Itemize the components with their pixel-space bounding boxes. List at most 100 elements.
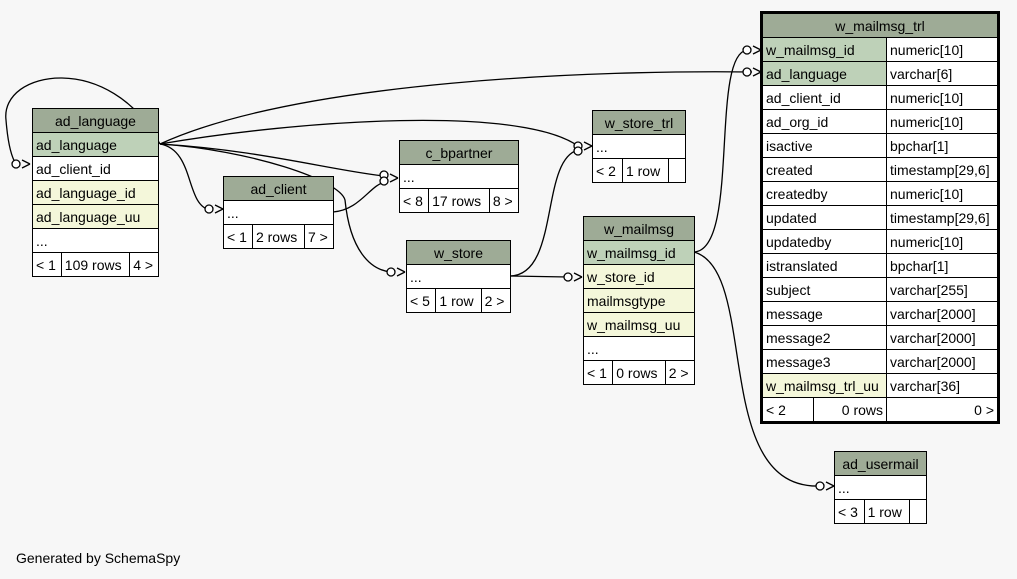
crowfoot-mark [825,481,835,491]
children-link[interactable] [909,499,927,524]
link-ad-client-to-c-bpartner [332,181,386,213]
table-title[interactable]: w_store_trl [592,110,686,135]
table-c-bpartner[interactable]: c_bpartner ... < 8 17 rows 8 > [398,140,520,213]
column-type: timestamp[29,6] [886,157,999,182]
crowfoot-mark [214,204,224,214]
parents-link[interactable]: < 5 [405,288,437,313]
column-type: numeric[10] [886,229,999,254]
children-link[interactable]: 2 > [480,288,512,313]
cardinality-mark [742,45,752,55]
column-row: ... [406,264,511,289]
parents-link[interactable]: < 1 [582,360,614,385]
children-link[interactable]: 0 > [886,397,999,423]
generated-by-caption[interactable]: Generated by SchemaSpy [16,550,181,566]
table-ad-usermail[interactable]: ad_usermail ... < 3 1 row [834,451,927,524]
column-row: w_store_id [583,264,695,289]
parents-link[interactable]: < 3 [834,499,865,524]
link-mailmsg-to-usermail [693,251,821,487]
cardinality-mark [386,267,396,277]
column-row: ad_language [32,132,159,157]
column-name: subject [761,277,887,302]
link-mailmsg-to-mailmsg-trl [693,49,748,253]
row-count: 1 row [863,499,911,524]
children-link[interactable] [668,158,686,183]
column-row: ... [399,164,519,189]
parents-link[interactable]: < 8 [398,188,430,213]
column-type: varchar[36] [886,373,999,398]
crowfoot-mark [396,267,406,277]
link-ad-language-to-store-trl [159,119,579,147]
table-title[interactable]: w_mailmsg [583,216,695,241]
crowfoot-mark [752,45,762,55]
column-row: ... [32,228,159,253]
column-name: message [761,301,887,326]
column-type: numeric[10] [886,181,999,206]
cardinality-mark [815,481,825,491]
children-link[interactable]: 8 > [488,188,520,213]
column-type: varchar[2000] [886,349,999,374]
table-title[interactable]: c_bpartner [399,140,519,165]
table-title[interactable]: ad_usermail [834,451,927,476]
row-count: 0 rows [612,360,666,385]
table-title[interactable]: ad_language [32,108,159,133]
column-name: createdby [761,181,887,206]
column-name: updatedby [761,229,887,254]
column-type: bpchar[1] [886,253,999,278]
column-name: ad_language [761,61,887,86]
column-name: ad_org_id [761,109,887,134]
column-row: w_mailmsg_id [583,240,695,265]
children-link[interactable]: 4 > [129,252,159,277]
children-link[interactable]: 2 > [664,360,696,385]
column-name: message3 [761,349,887,374]
table-ad-language[interactable]: ad_language ad_language ad_client_id ad_… [32,108,159,277]
column-type: timestamp[29,6] [886,205,999,230]
column-type: varchar[2000] [886,301,999,326]
crowfoot-mark [573,272,583,282]
column-type: varchar[2000] [886,325,999,350]
crowfoot-mark [389,173,399,183]
column-name: w_mailmsg_trl_uu [761,373,887,398]
column-name: ad_client_id [761,85,887,110]
column-row: mailmsgtype [583,288,695,313]
column-row: w_mailmsg_uu [583,312,695,337]
cardinality-mark [204,204,214,214]
cardinality-mark [563,272,573,282]
column-row: ad_language_uu [32,204,159,229]
crowfoot-mark [752,67,762,77]
column-row: ad_client_id [32,156,159,181]
cardinality-mark [742,67,752,77]
column-row: ... [592,134,686,159]
row-count: 1 row [621,158,670,183]
column-row: ... [834,475,927,500]
table-title[interactable]: w_store [406,240,511,265]
row-count: 1 row [435,288,482,313]
link-ad-language-to-c-bpartner [159,143,385,177]
table-title[interactable]: w_mailmsg_trl [761,12,999,38]
crowfoot-mark [583,141,593,151]
table-w-mailmsg-trl[interactable]: w_mailmsg_trl w_mailmsg_id numeric[10] a… [760,11,1000,424]
parents-link[interactable]: < 1 [223,224,253,249]
row-count: 0 rows [813,397,887,423]
table-w-store[interactable]: w_store ... < 5 1 row 2 > [405,240,512,313]
parents-link[interactable]: < 2 [761,397,814,423]
cardinality-mark [11,159,21,169]
table-ad-client[interactable]: ad_client ... < 1 2 rows 7 > [223,176,334,249]
table-title[interactable]: ad_client [223,176,334,201]
link-ad-language-to-ad-client [159,143,211,211]
column-row: ad_language_id [32,180,159,205]
row-count: 109 rows [60,252,131,277]
table-w-store-trl[interactable]: w_store_trl ... < 2 1 row [592,110,686,183]
row-count: 2 rows [251,224,306,249]
column-type: numeric[10] [886,109,999,134]
parents-link[interactable]: < 2 [592,158,623,183]
parents-link[interactable]: < 1 [32,252,62,277]
link-w-store-to-mailmsg [509,275,569,278]
link-ad-language-to-mailmsg-trl [159,71,753,145]
crowfoot-mark [21,159,31,169]
column-type: numeric[10] [886,37,999,62]
children-link[interactable]: 7 > [304,224,334,249]
column-name: created [761,157,887,182]
table-w-mailmsg[interactable]: w_mailmsg w_mailmsg_id w_store_id mailms… [582,216,696,385]
column-name: updated [761,205,887,230]
